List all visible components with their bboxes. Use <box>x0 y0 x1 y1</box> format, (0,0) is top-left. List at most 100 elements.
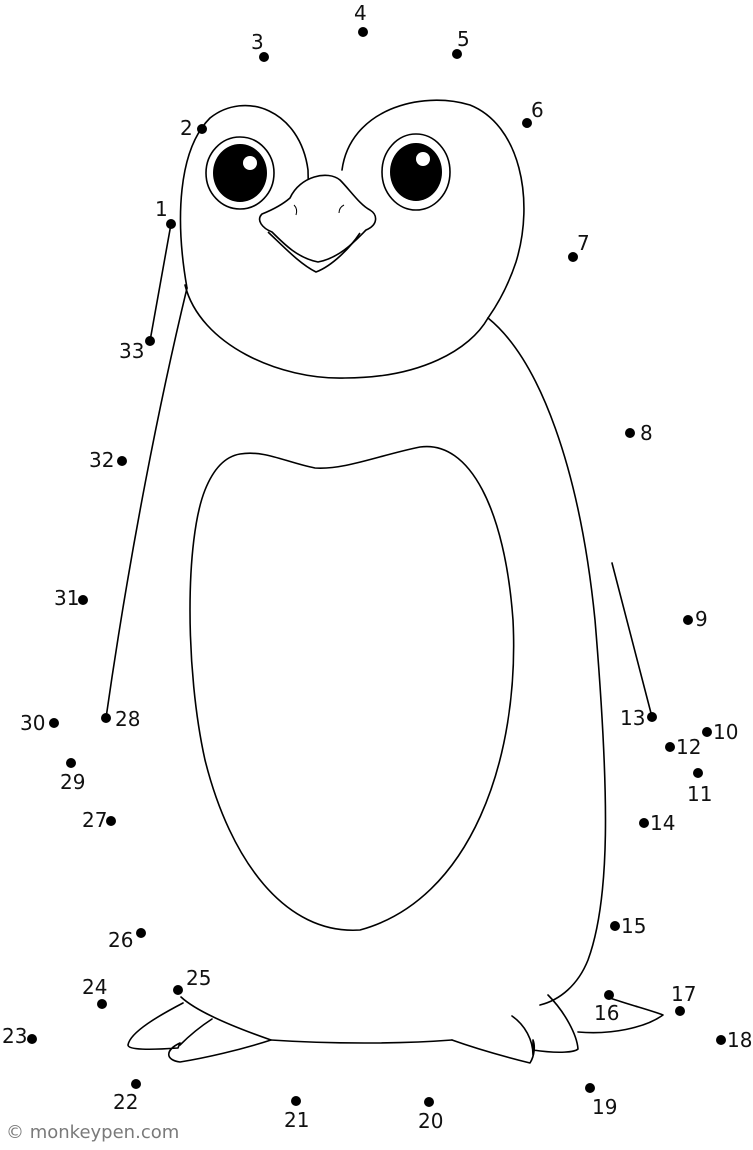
dot-marker <box>106 816 116 826</box>
dot-32: 32 <box>89 448 127 472</box>
dot-marker <box>522 118 532 128</box>
belly <box>189 445 515 931</box>
dot-marker <box>716 1035 726 1045</box>
dot-27: 27 <box>82 808 116 832</box>
dot-number: 15 <box>621 914 646 938</box>
dot-number: 17 <box>671 982 696 1006</box>
dot-number: 3 <box>251 30 264 54</box>
dot-marker <box>604 990 614 1000</box>
dot-marker <box>675 1006 685 1016</box>
dot-4: 4 <box>354 1 368 37</box>
left-foot <box>127 996 272 1063</box>
right-foot-toe-line <box>511 1015 534 1056</box>
dot-number: 21 <box>284 1108 309 1132</box>
dot-marker <box>49 718 59 728</box>
dot-25: 25 <box>173 966 211 995</box>
dot-number: 2 <box>180 116 193 140</box>
dot-number: 23 <box>2 1024 27 1048</box>
right-flipper-tip <box>577 997 664 1034</box>
dot-marker <box>197 124 207 134</box>
copyright-footer: © monkeypen.com <box>6 1122 180 1143</box>
dot-26: 26 <box>108 928 146 952</box>
dot-marker <box>66 758 76 768</box>
dot-number: 28 <box>115 707 140 731</box>
dot-8: 8 <box>625 421 653 445</box>
dot-number: 8 <box>640 421 653 445</box>
dot-10: 10 <box>702 720 738 744</box>
dot-3: 3 <box>251 30 269 62</box>
dot-17: 17 <box>671 982 696 1016</box>
dot-marker <box>702 727 712 737</box>
right-foot <box>451 994 579 1064</box>
dot-13: 13 <box>620 706 657 730</box>
dot-number: 27 <box>82 808 107 832</box>
right-eye <box>381 133 451 211</box>
dot-11: 11 <box>687 768 712 806</box>
dot-2: 2 <box>180 116 207 140</box>
dot-number: 4 <box>354 1 367 25</box>
dot-marker <box>665 742 675 752</box>
dot-number: 25 <box>186 966 211 990</box>
dot-22: 22 <box>113 1079 141 1114</box>
dot-21: 21 <box>284 1096 309 1132</box>
dot-marker <box>291 1096 301 1106</box>
dot-9: 9 <box>683 607 708 631</box>
dot-15: 15 <box>610 914 646 938</box>
dot-number: 10 <box>713 720 738 744</box>
right-arm-line <box>611 562 653 718</box>
dot-number: 6 <box>531 98 544 122</box>
dot-marker <box>97 999 107 1009</box>
dot-number: 13 <box>620 706 645 730</box>
dot-number: 33 <box>119 339 144 363</box>
dot-marker <box>647 712 657 722</box>
dot-marker <box>166 219 176 229</box>
dot-23: 23 <box>2 1024 37 1048</box>
dot-number: 29 <box>60 770 85 794</box>
dot-number: 9 <box>695 607 708 631</box>
dot-marker <box>145 336 155 346</box>
dot-5: 5 <box>452 27 470 59</box>
dot-1: 1 <box>155 197 176 229</box>
dot-number: 20 <box>418 1109 443 1133</box>
dot-marker <box>625 428 635 438</box>
dot-marker <box>585 1083 595 1093</box>
dot-marker <box>639 818 649 828</box>
dot-31: 31 <box>54 586 88 610</box>
left-arm-line <box>149 223 172 342</box>
dot-marker <box>452 49 462 59</box>
dot-number: 11 <box>687 782 712 806</box>
beak <box>258 174 377 273</box>
dot-28: 28 <box>101 707 140 731</box>
dot-6: 6 <box>522 98 544 128</box>
dot-33: 33 <box>119 336 155 363</box>
dot-marker <box>101 713 111 723</box>
left-eye <box>205 136 275 210</box>
dot-number: 14 <box>650 811 675 835</box>
body-bottom <box>270 1039 453 1044</box>
dot-number: 32 <box>89 448 114 472</box>
dot-number: 1 <box>155 197 168 221</box>
dot-marker <box>131 1079 141 1089</box>
dot-number: 19 <box>592 1095 617 1119</box>
dot-marker <box>683 615 693 625</box>
left-body-line <box>105 287 188 719</box>
dot-16: 16 <box>594 990 619 1025</box>
head-right-lobe <box>341 99 525 319</box>
dot-number: 16 <box>594 1001 619 1025</box>
dot-number: 24 <box>82 975 107 999</box>
dot-18: 18 <box>716 1028 752 1052</box>
dot-number: 26 <box>108 928 133 952</box>
dot-marker <box>173 985 183 995</box>
dot-marker <box>27 1034 37 1044</box>
dot-number: 7 <box>577 231 590 255</box>
dot-marker <box>358 27 368 37</box>
dot-14: 14 <box>639 811 675 835</box>
dot-29: 29 <box>60 758 85 794</box>
dot-marker <box>610 921 620 931</box>
dot-7: 7 <box>568 231 590 262</box>
dot-marker <box>117 456 127 466</box>
dot-20: 20 <box>418 1097 443 1133</box>
dot-number: 18 <box>727 1028 752 1052</box>
